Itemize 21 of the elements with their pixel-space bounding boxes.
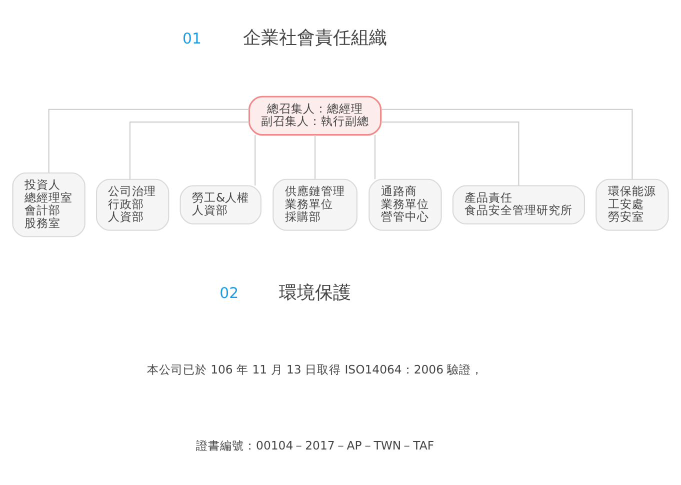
node-box: 通路商 業務單位 營管中心 xyxy=(368,178,442,230)
node-box: 公司治理 行政部 人資部 xyxy=(96,178,170,230)
node-box: 產品責任 食品安全管理研究所 xyxy=(452,184,585,224)
label: 02 xyxy=(220,283,239,302)
connector xyxy=(254,134,256,186)
label: 證書編號：00104－2017－AP－TWN－TAF xyxy=(196,438,434,452)
connector xyxy=(380,121,520,186)
node-box: 總召集人：總經理 副召集人：執行副總 xyxy=(248,95,382,136)
connector xyxy=(381,108,633,179)
label: 本公司已於 106 年 11 月 13 日取得 ISO14064：2006 驗證， xyxy=(146,362,484,376)
label: 環境保護 xyxy=(279,282,352,303)
node-box: 勞工&人權 人資部 xyxy=(180,184,262,224)
node-box: 供應鏈管理 業務單位 採購部 xyxy=(272,178,358,230)
node-box: 投資人 總經理室 會計部 股務室 xyxy=(12,172,86,237)
label: 01 xyxy=(182,28,202,47)
connector xyxy=(314,134,316,179)
label: 企業社會責任組織 xyxy=(243,27,388,48)
connector xyxy=(48,108,250,172)
connector xyxy=(374,134,376,179)
node-box: 環保能源 工安處 勞安室 xyxy=(596,178,669,230)
connector xyxy=(129,121,250,179)
